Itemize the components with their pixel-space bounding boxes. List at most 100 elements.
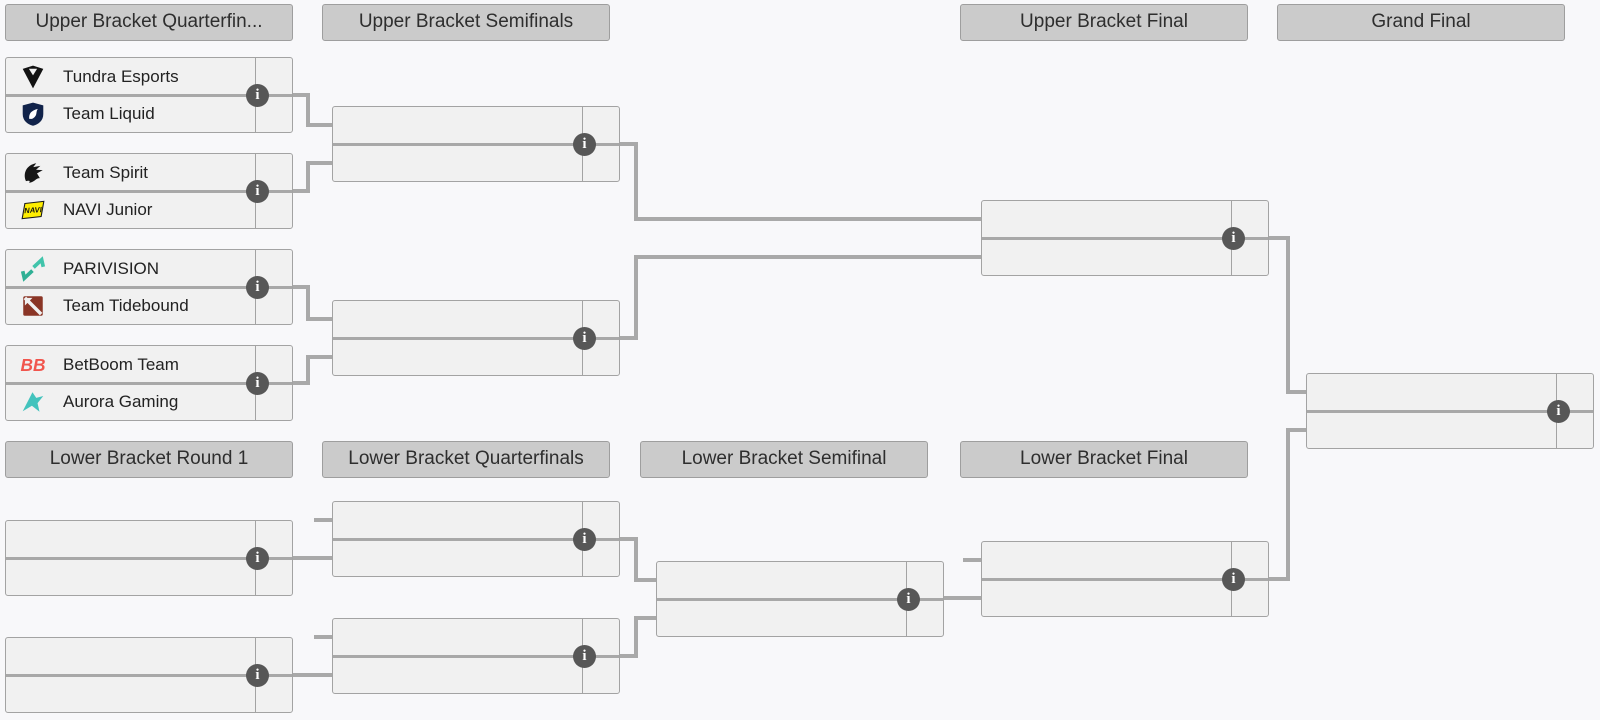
bracket-connector [620, 142, 638, 146]
match-lb-semifinal: i [656, 561, 944, 637]
bracket-connector [306, 123, 332, 127]
team-slot-betboom-team[interactable]: BB BetBoom Team [6, 346, 256, 383]
team-slot-empty [6, 638, 256, 675]
match-info-icon[interactable]: i [246, 547, 269, 570]
team-slot-parivision[interactable]: PARIVISION [6, 250, 256, 287]
team-slot-team-spirit[interactable]: Team Spirit [6, 154, 256, 191]
team-name: BetBoom Team [63, 354, 179, 374]
team-name: Aurora Gaming [63, 391, 179, 411]
match-divider [1307, 410, 1593, 413]
info-glyph: i [255, 279, 260, 295]
match-info-icon[interactable]: i [246, 664, 269, 687]
svg-text:BB: BB [20, 354, 45, 374]
team-slot-empty [6, 675, 256, 712]
round-header-upper-bracket-semifinals: Upper Bracket Semifinals [322, 4, 610, 41]
match-divider [6, 190, 292, 193]
match-ub-semifinal-2: i [332, 300, 620, 376]
match-divider [333, 655, 619, 658]
info-glyph: i [582, 136, 587, 152]
match-grand-final: i [1306, 373, 1594, 449]
round-header-lower-bracket-semifinal: Lower Bracket Semifinal [640, 441, 928, 478]
bracket-connector [963, 558, 981, 562]
round-header-lower-bracket-final: Lower Bracket Final [960, 441, 1248, 478]
tundra-esports-logo [19, 63, 47, 91]
match-info-icon[interactable]: i [573, 645, 596, 668]
bracket-connector [293, 556, 332, 560]
bracket-connector [1286, 390, 1306, 394]
match-info-icon[interactable]: i [1547, 400, 1570, 423]
match-lb-final: i [981, 541, 1269, 617]
team-slot-navi-junior[interactable]: NAVI NAVI Junior [6, 191, 256, 228]
match-divider [6, 94, 292, 97]
bracket-connector [293, 93, 310, 97]
match-ub-quarterfinal-4: BB BetBoom Team Aurora Gaming i [5, 345, 293, 421]
match-lb-round1-1: i [5, 520, 293, 596]
match-divider [333, 538, 619, 541]
match-info-icon[interactable]: i [246, 84, 269, 107]
match-info-icon[interactable]: i [1222, 568, 1245, 591]
bracket-connector [1286, 236, 1290, 394]
info-glyph: i [582, 648, 587, 664]
team-slot-empty [333, 338, 583, 375]
match-lb-quarterfinal-2: i [332, 618, 620, 694]
team-slot-team-liquid[interactable]: Team Liquid [6, 95, 256, 132]
bracket-connector [306, 93, 310, 127]
svg-text:NAVI: NAVI [24, 205, 43, 215]
match-divider [6, 382, 292, 385]
aurora-gaming-logo [19, 388, 47, 416]
bracket-connector [306, 285, 310, 321]
betboom-team-logo: BB [19, 351, 47, 379]
match-lb-quarterfinal-1: i [332, 501, 620, 577]
match-info-icon[interactable]: i [573, 327, 596, 350]
match-info-icon[interactable]: i [246, 180, 269, 203]
team-slot-empty [333, 619, 583, 656]
team-slot-empty [1307, 411, 1557, 448]
match-info-icon[interactable]: i [246, 372, 269, 395]
match-ub-final: i [981, 200, 1269, 276]
bracket-connector [634, 616, 638, 658]
match-info-icon[interactable]: i [897, 588, 920, 611]
team-name: NAVI Junior [63, 199, 153, 219]
bracket-connector [293, 381, 310, 385]
match-divider [333, 337, 619, 340]
bracket-connector [634, 217, 981, 221]
match-info-icon[interactable]: i [573, 528, 596, 551]
round-header-lower-bracket-quarterfinals: Lower Bracket Quarterfinals [322, 441, 610, 478]
match-divider [333, 143, 619, 146]
bracket-connector [306, 161, 332, 165]
navi-junior-logo: NAVI [19, 196, 47, 224]
team-liquid-logo [19, 100, 47, 128]
match-info-icon[interactable]: i [1222, 227, 1245, 250]
info-glyph: i [582, 531, 587, 547]
bracket-connector [634, 255, 638, 340]
team-slot-empty [6, 558, 256, 595]
team-spirit-logo [19, 159, 47, 187]
match-ub-semifinal-1: i [332, 106, 620, 182]
info-glyph: i [1556, 403, 1561, 419]
bracket-connector [634, 142, 638, 221]
match-divider [6, 286, 292, 289]
bracket-connector [306, 355, 310, 385]
info-glyph: i [255, 183, 260, 199]
match-ub-quarterfinal-2: Team Spirit NAVI NAVI Junior i [5, 153, 293, 229]
team-name: Team Spirit [63, 162, 149, 182]
team-slot-tundra-esports[interactable]: Tundra Esports [6, 58, 256, 95]
team-slot-empty [333, 539, 583, 576]
match-ub-quarterfinal-1: Tundra Esports Team Liquid i [5, 57, 293, 133]
bracket-connector [620, 336, 638, 340]
team-slot-aurora-gaming[interactable]: Aurora Gaming [6, 383, 256, 420]
match-ub-quarterfinal-3: PARIVISION Team Tidebound i [5, 249, 293, 325]
team-slot-empty [982, 579, 1232, 616]
team-slot-team-tidebound[interactable]: Team Tidebound [6, 287, 256, 324]
bracket-connector [314, 518, 332, 522]
bracket-connector [293, 285, 310, 289]
bracket-connector [1269, 236, 1290, 240]
match-info-icon[interactable]: i [573, 133, 596, 156]
team-name: Team Liquid [63, 103, 155, 123]
match-divider [982, 237, 1268, 240]
parivision-logo [19, 255, 47, 283]
info-glyph: i [582, 330, 587, 346]
info-glyph: i [1231, 230, 1236, 246]
match-info-icon[interactable]: i [246, 276, 269, 299]
